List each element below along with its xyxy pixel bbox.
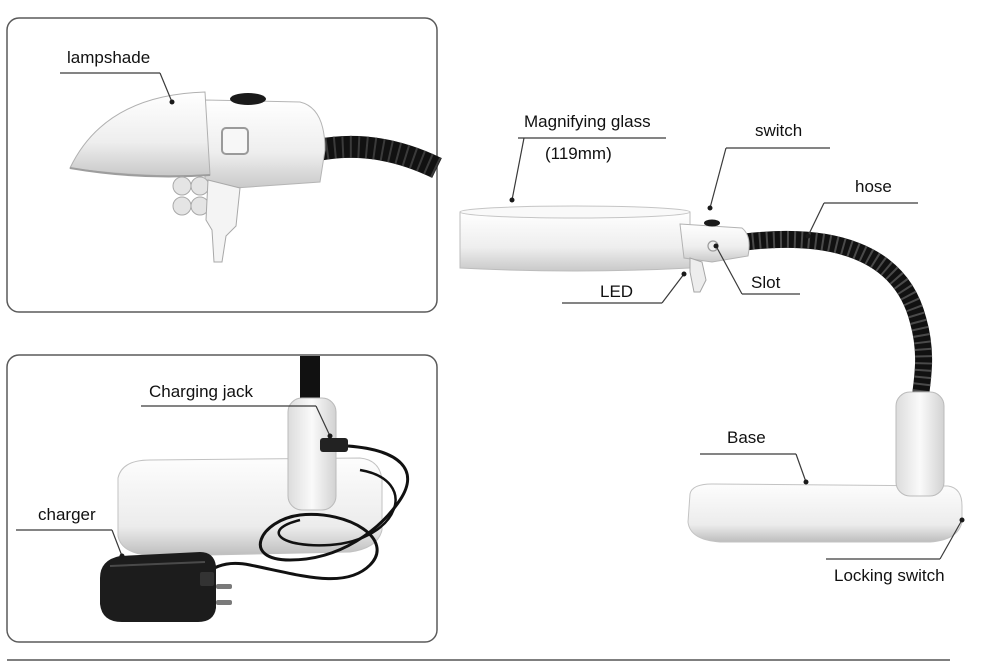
label-lampshade: lampshade [67, 48, 151, 67]
label-switch: switch [755, 121, 803, 140]
leader-lines [16, 72, 965, 560]
label-hose: hose [855, 177, 892, 196]
base-charger-closeup [100, 356, 410, 622]
label-slot: Slot [751, 273, 781, 292]
label-charger: charger [38, 505, 96, 524]
lampshade-closeup [69, 91, 442, 263]
label-magnifying-glass: Magnifying glass [524, 112, 651, 131]
label-led: LED [600, 282, 634, 301]
label-magnifying-glass-size: (119mm) [545, 144, 612, 163]
label-base: Base [727, 428, 766, 447]
full-lamp [459, 205, 963, 543]
label-locking-switch: Locking switch [834, 566, 945, 585]
label-charging-jack: Charging jack [149, 382, 253, 401]
